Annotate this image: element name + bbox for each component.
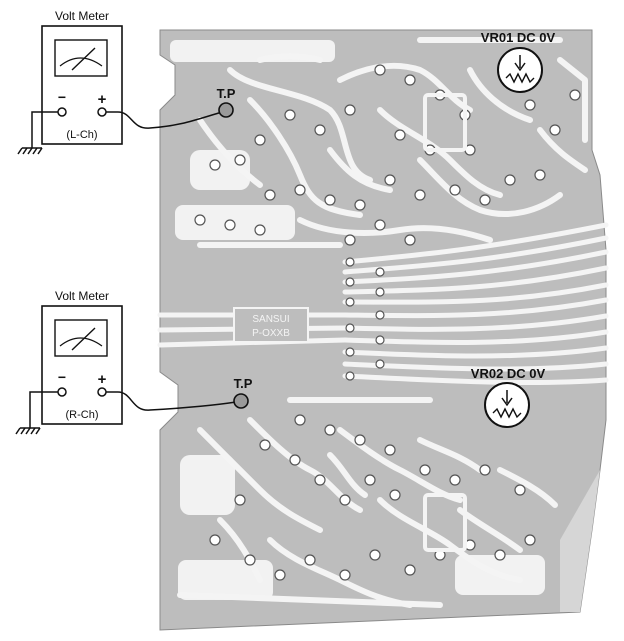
vr01-label: VR01 DC 0V	[481, 30, 556, 45]
board-marking-2: P-OXXB	[252, 328, 290, 339]
ground-left	[17, 111, 58, 155]
ground-right	[15, 391, 58, 435]
solder-pads-upper	[194, 64, 581, 246]
plus-terminal[interactable]	[97, 107, 107, 117]
tp-label-left: T.P	[217, 86, 236, 101]
minus-sign-right: −	[58, 369, 66, 385]
volt-meter-right	[41, 305, 123, 425]
minus-sign-left: −	[58, 89, 66, 105]
meter-title-right: Volt Meter	[55, 289, 109, 303]
minus-terminal[interactable]	[57, 387, 67, 397]
channel-label-right: (R-Ch)	[66, 409, 99, 421]
vr02-potentiometer[interactable]	[484, 382, 530, 428]
volt-meter-left	[41, 25, 123, 145]
plus-terminal[interactable]	[97, 387, 107, 397]
board-marking-1: SANSUI	[252, 314, 289, 325]
probe-wire-left	[106, 111, 223, 129]
tp-label-right: T.P	[234, 376, 253, 391]
meter-title-left: Volt Meter	[55, 9, 109, 23]
vr01-potentiometer[interactable]	[497, 47, 543, 93]
plus-sign-right: +	[98, 371, 107, 388]
vr02-label: VR02 DC 0V	[471, 366, 546, 381]
minus-terminal[interactable]	[57, 107, 67, 117]
plus-sign-left: +	[98, 91, 107, 108]
probe-wire-right	[106, 391, 237, 411]
channel-label-left: (L-Ch)	[66, 129, 97, 141]
solder-pads-lower	[209, 414, 536, 581]
pcb-board	[157, 29, 609, 631]
test-point-left[interactable]	[218, 102, 234, 118]
test-point-right[interactable]	[233, 393, 249, 409]
